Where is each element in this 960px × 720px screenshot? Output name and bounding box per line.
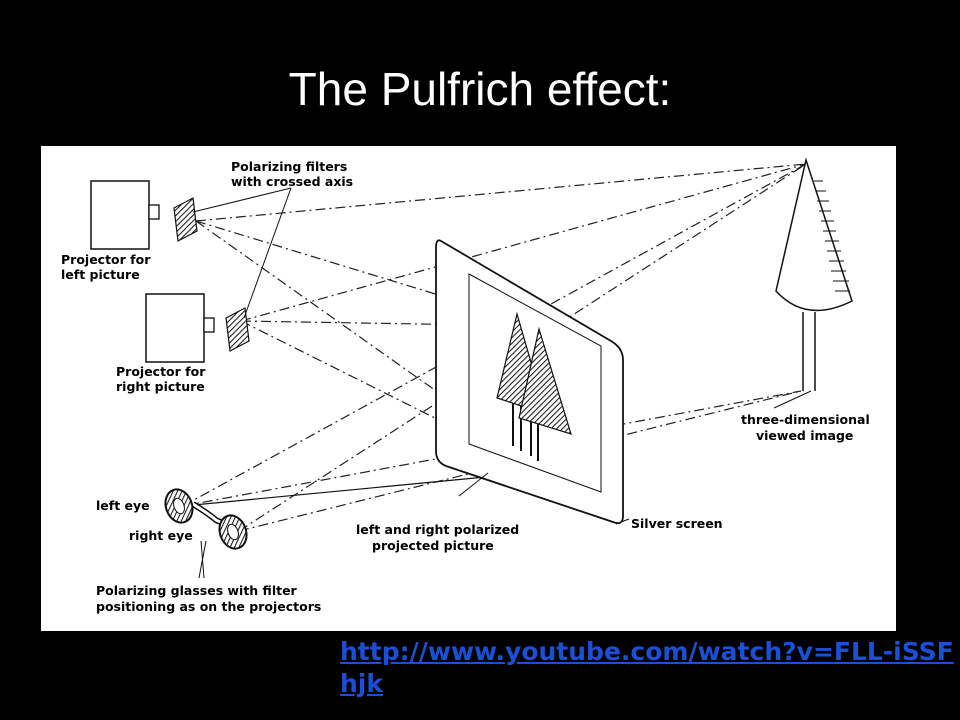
viewed-image-label-line1: three-dimensional (741, 412, 870, 427)
glasses-label-line1: Polarizing glasses with filter (96, 583, 298, 598)
right-polarizing-filter (225, 307, 250, 352)
left-polarizing-filter (173, 197, 198, 242)
polarizing-glasses (164, 488, 248, 550)
projected-trees (496, 311, 572, 461)
polarized-label-line1: left and right polarized (356, 522, 519, 537)
filters-label-line1: Polarizing filters (231, 159, 347, 174)
projector-left (90, 180, 160, 250)
youtube-link[interactable]: http://www.youtube.com/watch?v=FLL-iSSFh… (340, 637, 954, 698)
projector-left-label-line2: left picture (61, 267, 140, 282)
filters-label-line2: with crossed axis (231, 174, 353, 189)
projector-right-label-line2: right picture (116, 379, 205, 394)
silver-screen-label: Silver screen (631, 516, 723, 531)
viewed-image-label-line2: viewed image (756, 428, 853, 443)
polarized-label-line2: projected picture (372, 538, 494, 553)
pulfrich-diagram: Polarizing filters with crossed axis Pro… (41, 146, 896, 631)
projector-right-label-line1: Projector for (116, 364, 206, 379)
glasses-label-line2: positioning as on the projectors (96, 599, 321, 614)
left-eye-label: left eye (96, 498, 150, 513)
projector-right (145, 293, 215, 363)
three-dimensional-tree (775, 157, 853, 391)
slide-title: The Pulfrich effect: (288, 63, 672, 115)
right-eye-label: right eye (129, 528, 193, 543)
projector-left-label-line1: Projector for (61, 252, 151, 267)
